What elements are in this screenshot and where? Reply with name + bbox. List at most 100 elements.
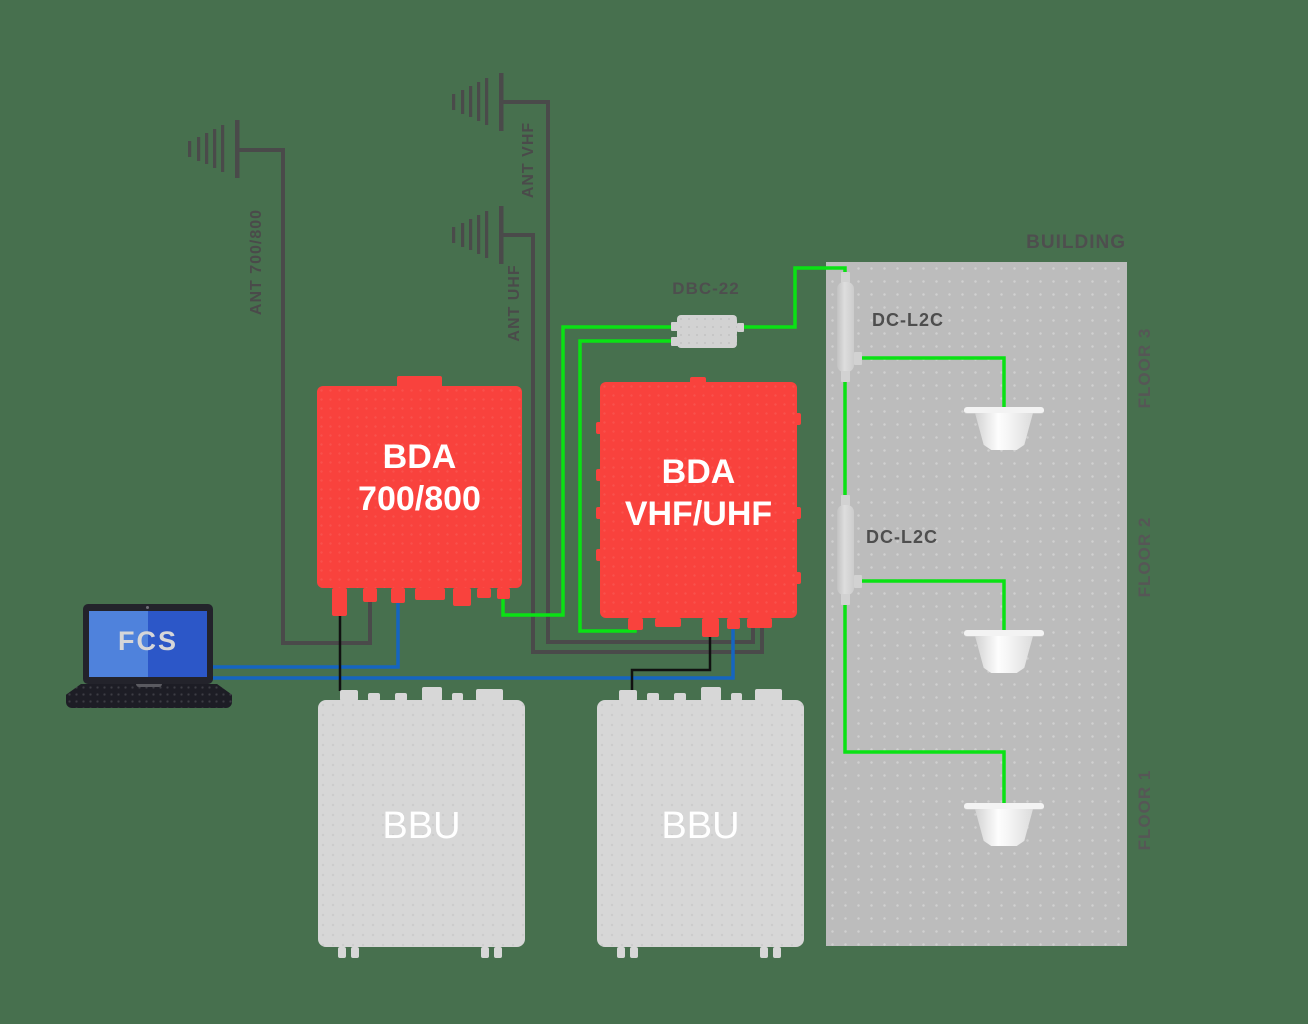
bbu-connector (395, 693, 407, 701)
bda-connector (453, 588, 471, 606)
cable-ant-uhf (502, 233, 764, 654)
cable-ant-vhf (502, 100, 755, 644)
bda-top-tab (690, 377, 706, 384)
bda-connector (363, 588, 377, 602)
bbu-connector (340, 690, 358, 701)
coupler-port (854, 575, 862, 588)
bbu-foot (481, 947, 489, 958)
bda-700-800-body (317, 386, 522, 588)
bbu-connector (731, 693, 742, 701)
fcs-label: FCS (118, 626, 178, 656)
bbu-foot (630, 947, 638, 958)
bbu-foot (494, 947, 502, 958)
bbu-connector (452, 693, 463, 701)
building-outline (826, 262, 1127, 946)
bda-side-nub (795, 572, 801, 584)
cable-fcs-to-bda-700-800 (205, 594, 400, 669)
ceiling-antenna-floor-2-icon (964, 630, 1044, 674)
bda-side-nub (795, 413, 801, 425)
ceiling-antenna-floor-3-icon (964, 407, 1044, 451)
bda-700-800-label-line1: BDA (382, 438, 457, 476)
coupler-port (841, 272, 850, 283)
bbu-connector (701, 687, 721, 701)
ceiling-antenna-floor-1-icon (964, 803, 1044, 847)
bda-side-nub (596, 422, 602, 434)
bbu-2-label: BBU (661, 805, 740, 847)
bda-vhf-uhf-body (600, 382, 797, 618)
cable-coupler-2-to-dome-3 (843, 598, 1006, 806)
coupler-2-label: DC-L2C (866, 527, 938, 547)
cable-coupler-2-to-dome-2 (858, 579, 1006, 633)
bbu-connector (422, 687, 442, 701)
dome-cone (975, 809, 1033, 846)
bda-connector (415, 588, 445, 600)
dome-plate (964, 407, 1044, 414)
cable-dbc-to-coupler-1 (741, 266, 847, 329)
bbu-foot (617, 947, 625, 958)
bbu-1-node: BBU (318, 687, 525, 958)
bbu-connector (476, 689, 503, 701)
dbc-port (671, 322, 678, 331)
fcs-laptop-node: FCS (66, 600, 232, 710)
bda-connector (497, 588, 510, 599)
dbc-22-body (677, 315, 737, 348)
coupler-port (841, 594, 850, 605)
dome-cone (975, 413, 1033, 450)
bbu-1-label: BBU (382, 805, 461, 847)
dome-plate (964, 630, 1044, 637)
laptop-camera-icon (146, 606, 149, 609)
cable-fcs-to-bda-vhf-uhf (205, 622, 735, 680)
bda-vhf-uhf-label-line1: BDA (661, 453, 736, 491)
bbu-foot (338, 947, 346, 958)
coupler-2-body (837, 505, 854, 595)
laptop-screen: FCS (89, 611, 207, 677)
bda-side-nub (795, 507, 801, 519)
coupler-port (841, 371, 850, 382)
bbu-connector (368, 693, 380, 701)
dbc-port (671, 337, 678, 346)
bbu-connector (619, 690, 637, 701)
building-label: BUILDING (1026, 232, 1126, 253)
laptop-screen-frame: FCS (83, 604, 213, 684)
bda-connector (628, 618, 643, 630)
bda-vhf-uhf-node: BDA VHF/UHF (596, 377, 801, 637)
bda-vhf-uhf-label-line2: VHF/UHF (624, 495, 773, 533)
bda-connector (655, 618, 681, 627)
bbu-connector (647, 693, 659, 701)
donor-antenna-vhf-icon (452, 73, 504, 131)
bbu-2-node: BBU (597, 687, 804, 958)
bbu-foot (760, 947, 768, 958)
cable-coupler-1-to-dome-1 (858, 356, 1006, 410)
coupler-2-node (837, 495, 863, 605)
dbc-22-label: DBC-22 (672, 279, 740, 298)
bda-connector (477, 588, 491, 598)
cable-bda-700-800-to-dbc (501, 325, 673, 617)
bda-connector (702, 618, 719, 637)
bda-side-nub (596, 549, 602, 561)
ant-vhf-label: ANT VHF (520, 121, 537, 199)
coupler-1-body (837, 282, 854, 372)
ant-uhf-label: ANT UHF (506, 264, 523, 342)
laptop-base (66, 684, 232, 708)
bda-connector (391, 588, 405, 603)
bbu-2-body (597, 700, 804, 947)
bbu-foot (351, 947, 359, 958)
dome-plate (964, 803, 1044, 810)
dbc-22-node (671, 315, 744, 348)
bda-side-nub (596, 507, 602, 519)
cable-bda-vhf-uhf-to-bbu2 (630, 628, 712, 692)
coupler-port (841, 495, 850, 506)
bda-connector (727, 618, 740, 629)
laptop-hinge-notch (136, 684, 162, 687)
bda-connector (747, 618, 772, 628)
donor-antenna-700-800-icon (188, 120, 240, 178)
dbc-port (737, 323, 744, 332)
donor-antenna-uhf-icon (452, 206, 504, 264)
bda-side-nub (596, 469, 602, 481)
coupler-1-label: DC-L2C (872, 310, 944, 330)
bda-700-800-label-line2: 700/800 (358, 480, 481, 518)
bbu-foot (773, 947, 781, 958)
bbu-1-body (318, 700, 525, 947)
bda-connector (332, 588, 347, 616)
